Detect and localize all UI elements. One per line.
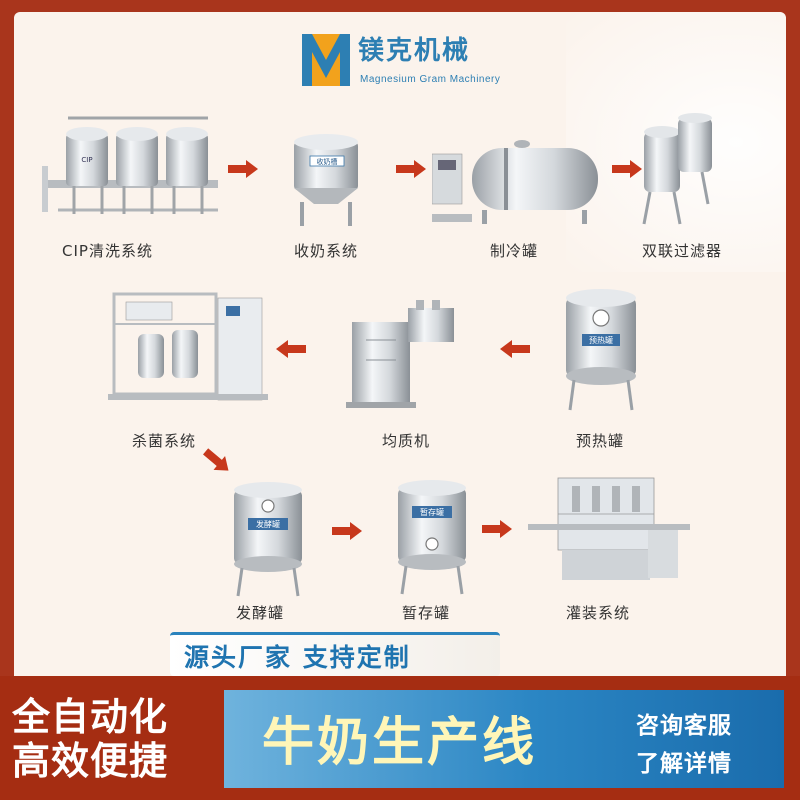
step-label-cip: CIP清洗系统 [62, 242, 153, 260]
step-label-homogenizer: 均质机 [382, 432, 431, 450]
brand-name: 镁克机械 [358, 36, 471, 66]
feature-line-2: 高效便捷 [12, 739, 169, 783]
fermentation-tank-text: 发酵罐 [256, 519, 280, 529]
filling-system-machine [528, 477, 690, 580]
arrow-right-icon [228, 160, 258, 178]
cip-tank-text: CIP [81, 156, 92, 164]
milk-reception-machine: 收奶槽 [294, 134, 358, 226]
product-title: 牛奶生产线 [262, 713, 538, 773]
preheat-tank-machine: 预热罐 [566, 289, 636, 411]
cta-details[interactable]: 了解详情 [636, 751, 732, 777]
step-label-cooling-tank: 制冷罐 [490, 242, 539, 260]
step-label-filling-system: 灌装系统 [566, 604, 631, 622]
preheat-tank-text: 预热罐 [589, 335, 613, 345]
arrow-left-icon [276, 340, 306, 358]
sterilization-system-machine [108, 292, 268, 401]
step-label-preheat-tank: 预热罐 [576, 432, 625, 450]
brand-logo [302, 34, 350, 86]
buffer-tank-text: 暂存罐 [420, 507, 444, 517]
arrow-right-icon [396, 160, 426, 178]
buffer-tank-machine: 暂存罐 [398, 480, 466, 595]
step-label-buffer-tank: 暂存罐 [402, 604, 451, 622]
slogan-text: 源头厂家 支持定制 [184, 643, 411, 672]
slogan-bar [170, 632, 500, 676]
milk-reception-tank-text: 收奶槽 [317, 157, 338, 166]
cooling-tank-machine [432, 140, 598, 224]
arrow-right-icon [332, 522, 362, 540]
step-label-milk-reception: 收奶系统 [294, 242, 359, 260]
cip-system-machine: CIP [42, 116, 218, 214]
fermentation-tank-machine: 发酵罐 [234, 482, 302, 597]
duplex-filter-machine [642, 113, 712, 225]
homogenizer-machine [346, 300, 454, 408]
banner-blue-band [224, 690, 784, 788]
arrow-left-icon [500, 340, 530, 358]
feature-line-1: 全自动化 [12, 695, 169, 739]
arrow-down-right-icon [202, 448, 229, 471]
step-label-fermentation-tank: 发酵罐 [236, 604, 285, 622]
brand-subtitle: Magnesium Gram Machinery [360, 74, 501, 85]
step-label-duplex-filter: 双联过滤器 [642, 242, 723, 260]
arrow-right-icon [612, 160, 642, 178]
step-label-sterilization: 杀菌系统 [132, 432, 197, 450]
arrow-right-icon [482, 520, 512, 538]
cta-consult[interactable]: 咨询客服 [636, 713, 732, 739]
